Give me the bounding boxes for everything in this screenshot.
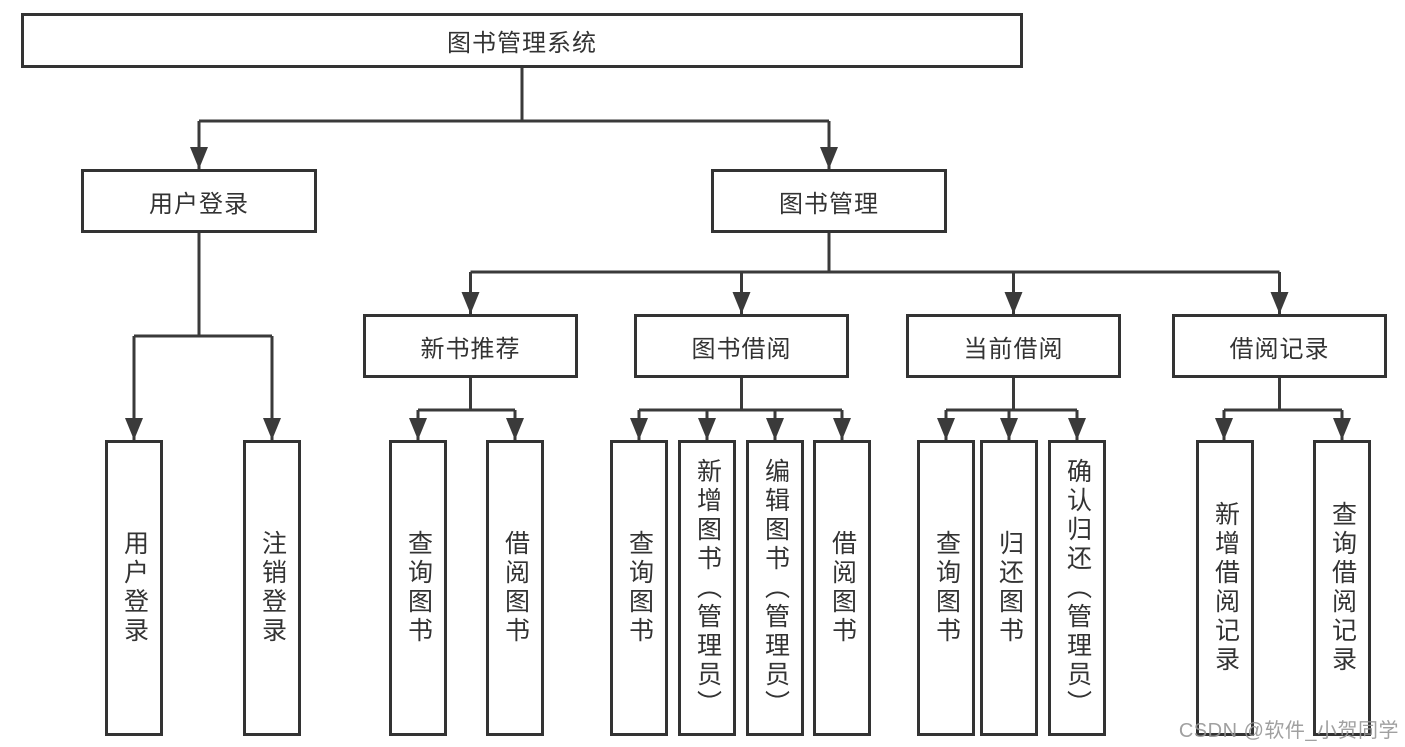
leaf-query-books-current-label: 查询图书 (932, 530, 961, 646)
leaf-query-borrow-record: 查询借阅记录 (1313, 440, 1371, 736)
leaf-logout: 注销登录 (243, 440, 301, 736)
leaf-borrow-books-borrow: 借阅图书 (813, 440, 871, 736)
node-current-borrowing: 当前借阅 (906, 314, 1121, 378)
leaf-add-borrow-record: 新增借阅记录 (1196, 440, 1254, 736)
leaf-confirm-return-admin-label: 确认归还（管理员） (1063, 457, 1092, 719)
leaf-query-borrow-record-label: 查询借阅记录 (1328, 501, 1357, 675)
leaf-logout-label: 注销登录 (258, 530, 287, 646)
leaf-add-books-admin: 新增图书（管理员） (678, 440, 736, 736)
csdn-watermark: CSDN @软件_小贺同学 (1178, 720, 1399, 742)
node-book-management: 图书管理 (711, 169, 947, 233)
node-user-login: 用户登录 (81, 169, 317, 233)
node-borrowing-records: 借阅记录 (1172, 314, 1387, 378)
leaf-return-books: 归还图书 (980, 440, 1038, 736)
leaf-query-books-borrow-label: 查询图书 (625, 530, 654, 646)
leaf-return-books-label: 归还图书 (995, 530, 1024, 646)
leaf-edit-books-admin: 编辑图书（管理员） (746, 440, 804, 736)
leaf-borrow-books-recommend-label: 借阅图书 (501, 530, 530, 646)
leaf-edit-books-admin-label: 编辑图书（管理员） (761, 457, 790, 719)
leaf-add-borrow-record-label: 新增借阅记录 (1211, 501, 1240, 675)
leaf-user-login: 用户登录 (105, 440, 163, 736)
leaf-query-books-current: 查询图书 (917, 440, 975, 736)
leaf-query-books-recommend: 查询图书 (389, 440, 447, 736)
node-root: 图书管理系统 (21, 13, 1023, 68)
leaf-borrow-books-recommend: 借阅图书 (486, 440, 544, 736)
leaf-user-login-label: 用户登录 (120, 530, 149, 646)
leaf-query-books-recommend-label: 查询图书 (404, 530, 433, 646)
leaf-confirm-return-admin: 确认归还（管理员） (1048, 440, 1106, 736)
leaf-borrow-books-borrow-label: 借阅图书 (828, 530, 857, 646)
leaf-add-books-admin-label: 新增图书（管理员） (693, 457, 722, 719)
leaf-query-books-borrow: 查询图书 (610, 440, 668, 736)
node-new-book-recommend: 新书推荐 (363, 314, 578, 378)
node-book-borrowing: 图书借阅 (634, 314, 849, 378)
